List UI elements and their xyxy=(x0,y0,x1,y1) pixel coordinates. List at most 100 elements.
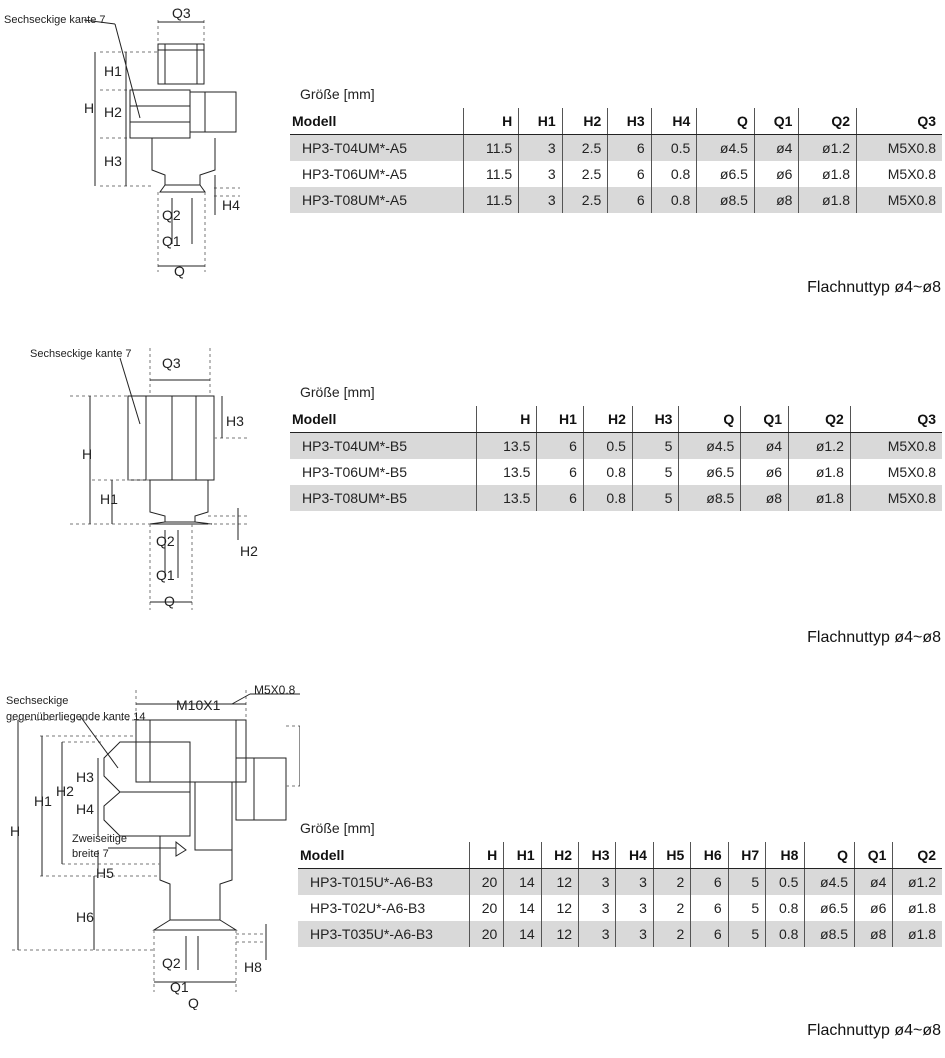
table-cell: 0.8 xyxy=(582,459,633,485)
col-header: H1 xyxy=(503,842,542,869)
col-header: H xyxy=(463,108,519,135)
dim-h1-label: H1 xyxy=(104,63,122,79)
table-cell: 6 xyxy=(607,134,652,161)
col-header: H4 xyxy=(615,842,654,869)
table-cell: ø6 xyxy=(854,895,893,921)
table-cell: M5X0.8 xyxy=(849,459,942,485)
dim-h6-label: H6 xyxy=(76,909,94,925)
table-cell: 6 xyxy=(607,161,652,187)
col-header: Q1 xyxy=(740,406,789,433)
table-cell: 3 xyxy=(615,868,654,895)
dim-h3-label: H3 xyxy=(76,769,94,785)
table-cell: 6 xyxy=(536,459,584,485)
table-cell: ø1.2 xyxy=(798,134,857,161)
col-header: H8 xyxy=(765,842,805,869)
dim-h3-label: H3 xyxy=(226,413,244,429)
table-row: HP3-T015U*-A6-B3 20 14 12 3 3 2 6 5 0.5 … xyxy=(298,868,942,895)
col-header: H6 xyxy=(690,842,729,869)
table-cell: HP3-T08UM*-A5 xyxy=(290,187,464,213)
dim-h2-label: H2 xyxy=(104,104,122,120)
table-cell: ø1.8 xyxy=(788,459,851,485)
table-row: HP3-T02U*-A6-B3 20 14 12 3 3 2 6 5 0.8 ø… xyxy=(298,895,942,921)
dim-q2-label: Q2 xyxy=(162,207,181,223)
table-cell: M5X0.8 xyxy=(856,187,942,213)
table-cell: ø1.8 xyxy=(798,161,857,187)
table-cell: ø8 xyxy=(854,921,893,947)
table-cell: 5 xyxy=(727,895,766,921)
table-cell: 0.8 xyxy=(765,921,805,947)
table-cell: 3 xyxy=(518,161,563,187)
table-cell: 3 xyxy=(615,895,654,921)
table-cell: 2.5 xyxy=(561,187,608,213)
col-header: Q xyxy=(804,842,855,869)
table-cell: 2.5 xyxy=(561,134,608,161)
size-unit-label: Größe [mm] xyxy=(300,86,375,102)
table-cell: 5 xyxy=(727,868,766,895)
col-header: Q3 xyxy=(849,406,942,433)
col-header: Modell xyxy=(298,842,470,869)
table-cell: ø6.5 xyxy=(678,459,741,485)
table-cell: M5X0.8 xyxy=(849,485,942,511)
table-cell: ø6 xyxy=(753,161,799,187)
table-cell: 0.8 xyxy=(650,161,697,187)
spec-table-a6-b3: Modell H H1 H2 H3 H4 H5 H6 H7 H8 Q Q1 Q2… xyxy=(298,842,942,947)
hex-edge-note: Sechseckige kante 7 xyxy=(4,14,106,26)
table-header-row: Modell H H1 H2 H3 H4 Q Q1 Q2 Q3 xyxy=(290,108,942,135)
dim-h8-label: H8 xyxy=(244,959,262,975)
table-cell: 0.5 xyxy=(650,134,697,161)
dim-q1-label: Q1 xyxy=(156,567,175,583)
table-cell: 13.5 xyxy=(475,432,537,459)
table-cell: M5X0.8 xyxy=(856,134,942,161)
table-cell: 12 xyxy=(540,895,579,921)
table-cell: HP3-T06UM*-B5 xyxy=(302,464,408,480)
table-cell: ø4 xyxy=(854,868,893,895)
table-cell: 6 xyxy=(536,432,584,459)
table-cell: 5 xyxy=(631,485,679,511)
col-header: Q xyxy=(678,406,741,433)
col-header: H3 xyxy=(607,108,652,135)
table-cell: 3 xyxy=(578,921,616,947)
table-cell: 2 xyxy=(652,895,691,921)
table-cell: 5 xyxy=(631,459,679,485)
table-cell: ø4.5 xyxy=(696,134,755,161)
thread-main-label: M10X1 xyxy=(176,697,221,713)
spec-table-a5: Modell H H1 H2 H3 H4 Q Q1 Q2 Q3 HP3-T04U… xyxy=(290,108,942,213)
section-caption: Flachnuttyp ø4~ø8 xyxy=(807,279,941,296)
table-cell: ø1.8 xyxy=(892,921,942,947)
col-header: H3 xyxy=(578,842,616,869)
table-row: HP3-T06UM*-B5 13.5 6 0.8 5 ø6.5 ø6 ø1.8 … xyxy=(290,459,942,485)
dim-h-label: H xyxy=(84,100,94,116)
table-cell: ø1.2 xyxy=(788,432,851,459)
table-cell: 12 xyxy=(540,868,579,895)
col-header: H2 xyxy=(540,842,579,869)
dim-q2-label: Q2 xyxy=(156,533,175,549)
technical-drawing-a6-b3: Sechseckige gegenüberliegende kante 14 Z… xyxy=(0,680,300,1010)
col-header: Q xyxy=(696,108,755,135)
table-cell: HP3-T08UM*-B5 xyxy=(290,485,477,511)
dim-q-label: Q xyxy=(164,593,175,609)
hex-nut-note-line2: gegenüberliegende kante 14 xyxy=(6,711,145,723)
technical-drawing-a5: Sechseckige kante 7 Q3 H1 H H2 H3 H4 Q2 … xyxy=(0,0,280,290)
table-cell: 2 xyxy=(652,868,691,895)
size-unit-label: Größe [mm] xyxy=(300,384,375,400)
col-header: H5 xyxy=(652,842,691,869)
table-row: HP3-T08UM*-A5 11.5 3 2.5 6 0.8 ø8.5 ø8 ø… xyxy=(290,187,942,213)
dim-q2-label: Q2 xyxy=(162,955,181,971)
table-header-row: Modell H H1 H2 H3 H4 H5 H6 H7 H8 Q Q1 Q2 xyxy=(298,842,942,869)
table-cell: HP3-T04UM*-A5 xyxy=(290,134,464,161)
table-cell: 14 xyxy=(503,921,542,947)
dim-q3-label: Q3 xyxy=(172,5,191,21)
col-header: Q2 xyxy=(892,842,942,869)
table-cell: ø6.5 xyxy=(804,895,855,921)
table-cell: 3 xyxy=(518,187,563,213)
section-a6-b3: Sechseckige gegenüberliegende kante 14 Z… xyxy=(0,680,945,1058)
table-cell: 0.8 xyxy=(650,187,697,213)
table-cell: 6 xyxy=(690,921,729,947)
dim-h2-label: H2 xyxy=(240,543,258,559)
table-cell: HP3-T04UM*-B5 xyxy=(290,432,477,459)
table-cell: ø1.8 xyxy=(798,187,857,213)
col-header: H4 xyxy=(650,108,697,135)
col-header: H1 xyxy=(518,108,563,135)
section-caption: Flachnuttyp ø4~ø8 xyxy=(807,1022,941,1039)
thread-side-label: M5X0.8 xyxy=(254,683,296,697)
